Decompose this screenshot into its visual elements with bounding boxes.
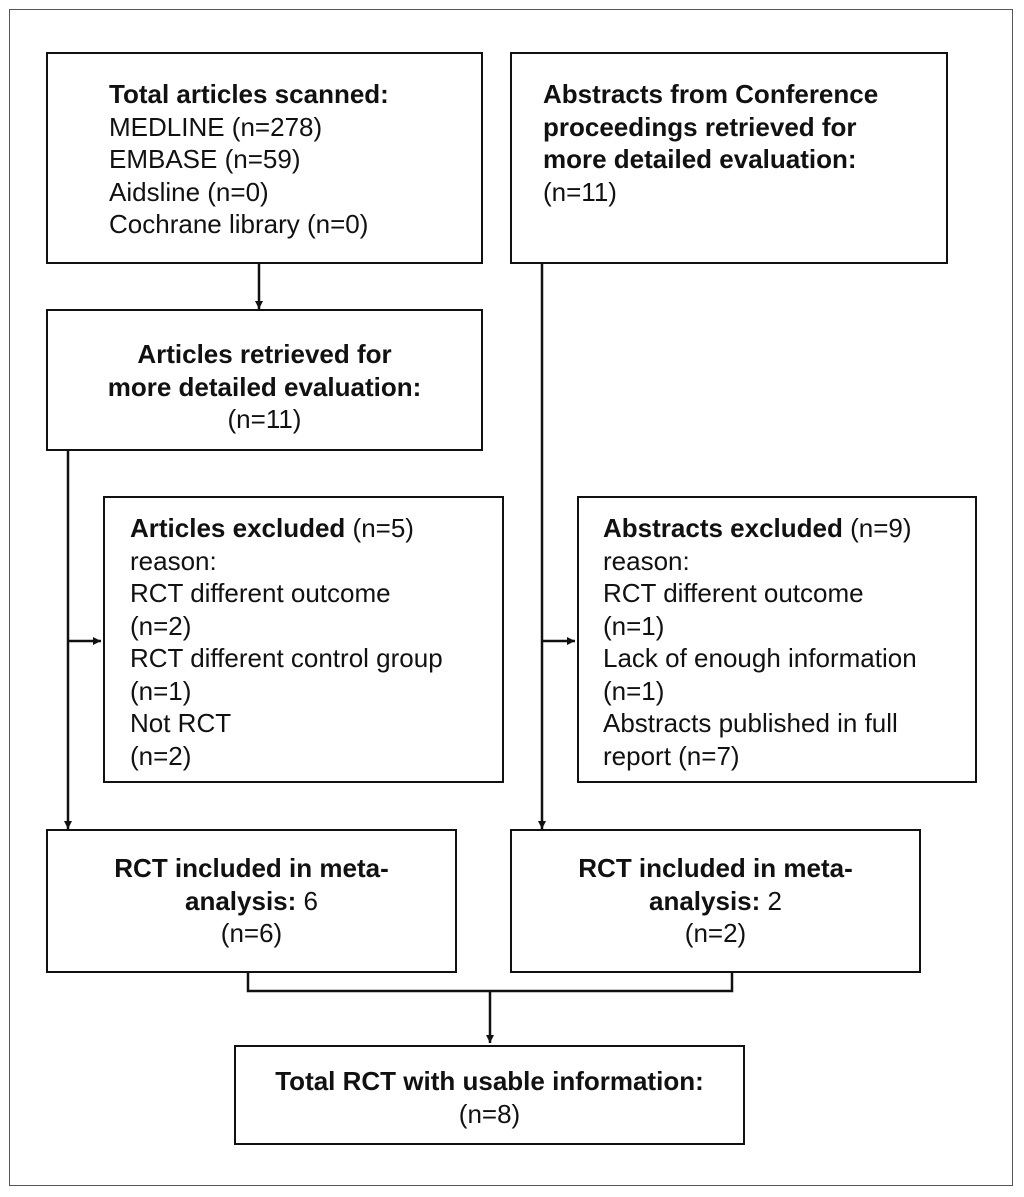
abstracts-excluded-title: Abstracts excluded	[603, 513, 843, 543]
abstracts-excluded-line: (n=1)	[603, 675, 665, 706]
rct-included-right-box: RCT included in meta- analysis: 2 (n=2)	[510, 829, 921, 973]
rct-left-title-line-2: analysis:	[185, 885, 297, 916]
articles-excluded-line: (n=1)	[130, 675, 192, 706]
rct-included-left-box: RCT included in meta- analysis: 6 (n=6)	[46, 829, 457, 973]
source-cochrane: Cochrane library (n=0)	[109, 209, 369, 239]
rct-left-title-line-1: RCT included in meta-	[114, 853, 389, 883]
figure-frame	[9, 9, 1013, 1186]
merge-line	[246, 972, 734, 993]
rct-right-title-line-1: RCT included in meta-	[578, 853, 853, 883]
source-aidsline: Aidsline (n=0)	[109, 176, 269, 207]
conference-abstracts-box: Abstracts from Conference proceedings re…	[510, 52, 948, 264]
articles-excluded-line: (n=2)	[130, 610, 192, 641]
articles-excluded-line: Not RCT	[130, 708, 232, 738]
articles-excluded-line: RCT different control group	[130, 643, 443, 673]
conference-title-line-3: more detailed evaluation:	[543, 144, 857, 174]
abstracts-excluded-box: Abstracts excluded (n=9) reason: RCT dif…	[577, 496, 977, 783]
conference-title-line-2: proceedings retrieved for	[543, 111, 857, 142]
articles-retrieved-box: Articles retrieved for more detailed eva…	[46, 309, 483, 451]
abstracts-excluded-count: (n=9)	[842, 513, 912, 543]
abstracts-excluded-line: Lack of enough information	[603, 643, 917, 673]
total-rct-title: Total RCT with usable information:	[275, 1066, 704, 1096]
retrieved-title-line-2: more detailed evaluation:	[107, 371, 422, 402]
articles-excluded-line: RCT different outcome	[130, 578, 391, 608]
articles-excluded-line: (n=2)	[130, 740, 192, 771]
total-articles-box: Total articles scanned: MEDLINE (n=278) …	[46, 52, 483, 264]
retrieved-title-line-1: Articles retrieved for	[137, 339, 392, 369]
abstracts-excluded-line: RCT different outcome	[603, 578, 864, 608]
rct-right-count: (n=2)	[684, 918, 747, 948]
rct-right-value: 2	[760, 885, 782, 916]
source-embase: EMBASE (n=59)	[109, 144, 301, 174]
total-rct-box: Total RCT with usable information: (n=8)	[234, 1045, 745, 1145]
retrieved-count: (n=11)	[227, 404, 302, 434]
articles-excluded-line: reason:	[130, 545, 217, 576]
articles-excluded-count: (n=5)	[345, 513, 414, 543]
rct-right-title-line-2: analysis:	[649, 885, 761, 916]
total-rct-count: (n=8)	[458, 1098, 521, 1129]
rct-left-value: 6	[296, 885, 318, 916]
abstracts-excluded-line: (n=1)	[603, 610, 665, 641]
articles-excluded-box: Articles excluded (n=5) reason: RCT diff…	[103, 496, 504, 783]
conference-count: (n=11)	[543, 176, 617, 207]
rct-left-count: (n=6)	[220, 918, 283, 948]
abstracts-excluded-line: Abstracts published in full	[603, 708, 898, 738]
abstracts-excluded-line: reason:	[603, 545, 690, 576]
conference-title-line-1: Abstracts from Conference	[543, 79, 879, 109]
total-articles-title: Total articles scanned:	[109, 79, 389, 109]
articles-excluded-title: Articles excluded	[130, 513, 346, 543]
source-medline: MEDLINE (n=278)	[109, 111, 323, 142]
abstracts-excluded-line: report (n=7)	[603, 740, 740, 771]
